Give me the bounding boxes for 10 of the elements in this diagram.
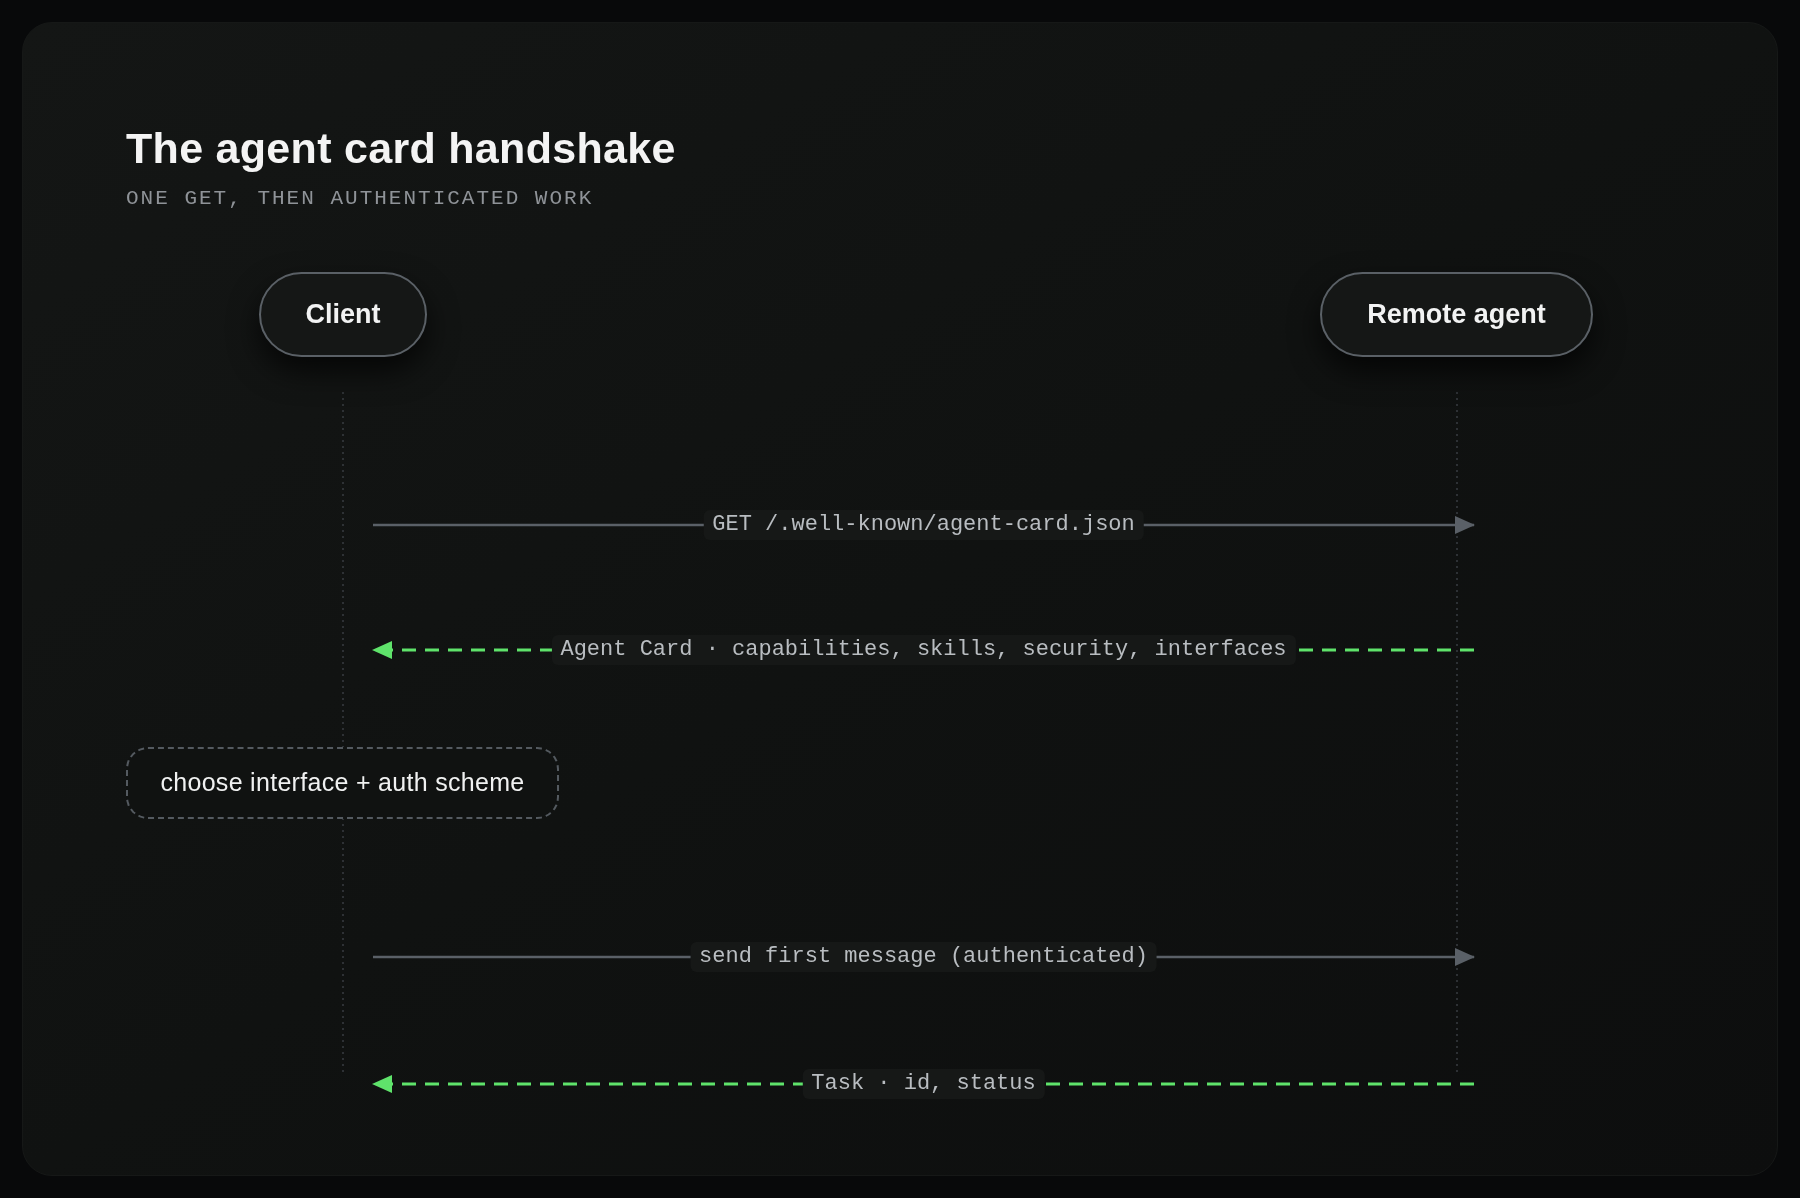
- subtitle: ONE GET, THEN AUTHENTICATED WORK: [126, 188, 594, 209]
- title: The agent card handshake: [126, 127, 676, 170]
- node-label: choose interface + auth scheme: [160, 767, 525, 799]
- node-label: Remote agent: [1367, 297, 1546, 331]
- edge-label: Task · id, status: [802, 1069, 1045, 1099]
- edge-label: Agent Card · capabilities, skills, security, interfaces: [551, 635, 1296, 665]
- node-label: Client: [305, 297, 381, 331]
- edge-label: send first message (authenticated): [690, 942, 1157, 972]
- note-box: [126, 747, 559, 819]
- edge-label: GET /.well-known/agent-card.json: [703, 510, 1144, 540]
